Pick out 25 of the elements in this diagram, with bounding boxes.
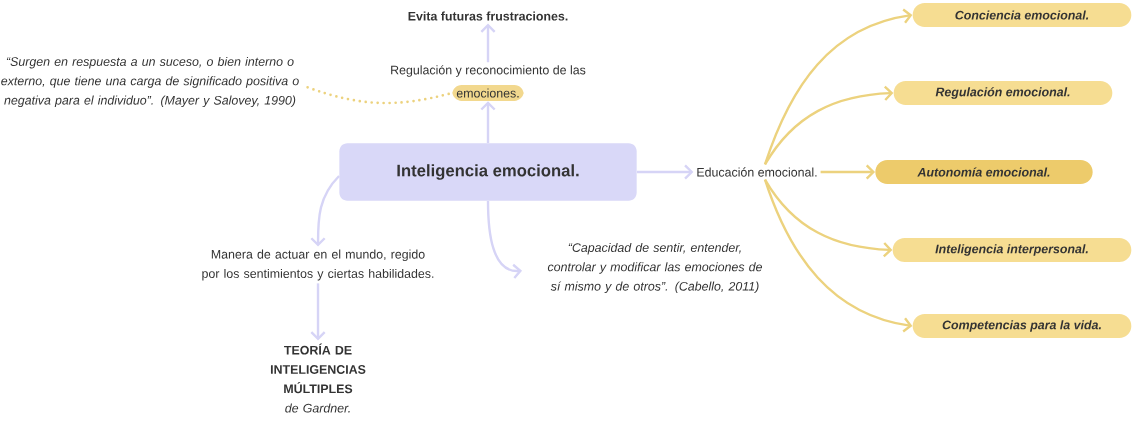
category-pill: Inteligencia interpersonal. xyxy=(892,238,1132,262)
category-pill: Competencias para la vida. xyxy=(912,314,1132,338)
arrow xyxy=(764,178,893,258)
note-text: Regulación y reconocimiento de las xyxy=(391,65,586,77)
arrow xyxy=(310,283,326,341)
highlight-pill: emociones. xyxy=(452,85,524,101)
arrow xyxy=(480,101,496,144)
quote-text: “Surgen en respuesta a un suceso, o bien interno o externo, que tiene una carga de significado positiva o negativa para el individuo”. (Mayer y Salovey, 1990) xyxy=(1,56,299,108)
note-text: TEORÍA DE INTELIGENCIAS MÚLTIPLES de Gardner. xyxy=(270,343,366,413)
arrow xyxy=(820,164,876,180)
quote-text: “Capacidad de sentir, entender, controlar y modificar las emociones de sí mismo y de otros”. (Cabello, 2011) xyxy=(547,242,762,294)
note-text: Educación emocional. xyxy=(697,167,817,177)
category-pill: Conciencia emocional. xyxy=(912,3,1132,27)
arrow xyxy=(310,175,340,247)
topic-box: Inteligencia emocional. xyxy=(339,143,637,201)
arrow xyxy=(763,179,913,333)
note-text: Manera de actuar en el mundo, regido por los sentimientos y ciertas habilidades. xyxy=(202,249,434,281)
arrow xyxy=(763,8,913,165)
category-pill: Regulación emocional. xyxy=(893,81,1113,105)
arrow xyxy=(486,200,523,279)
arrow xyxy=(480,23,496,63)
arrow xyxy=(764,85,894,166)
arrow xyxy=(636,164,694,180)
category-pill: Autonomía emocional. xyxy=(875,160,1093,184)
note-text: Evita futuras frustraciones. xyxy=(408,11,568,21)
